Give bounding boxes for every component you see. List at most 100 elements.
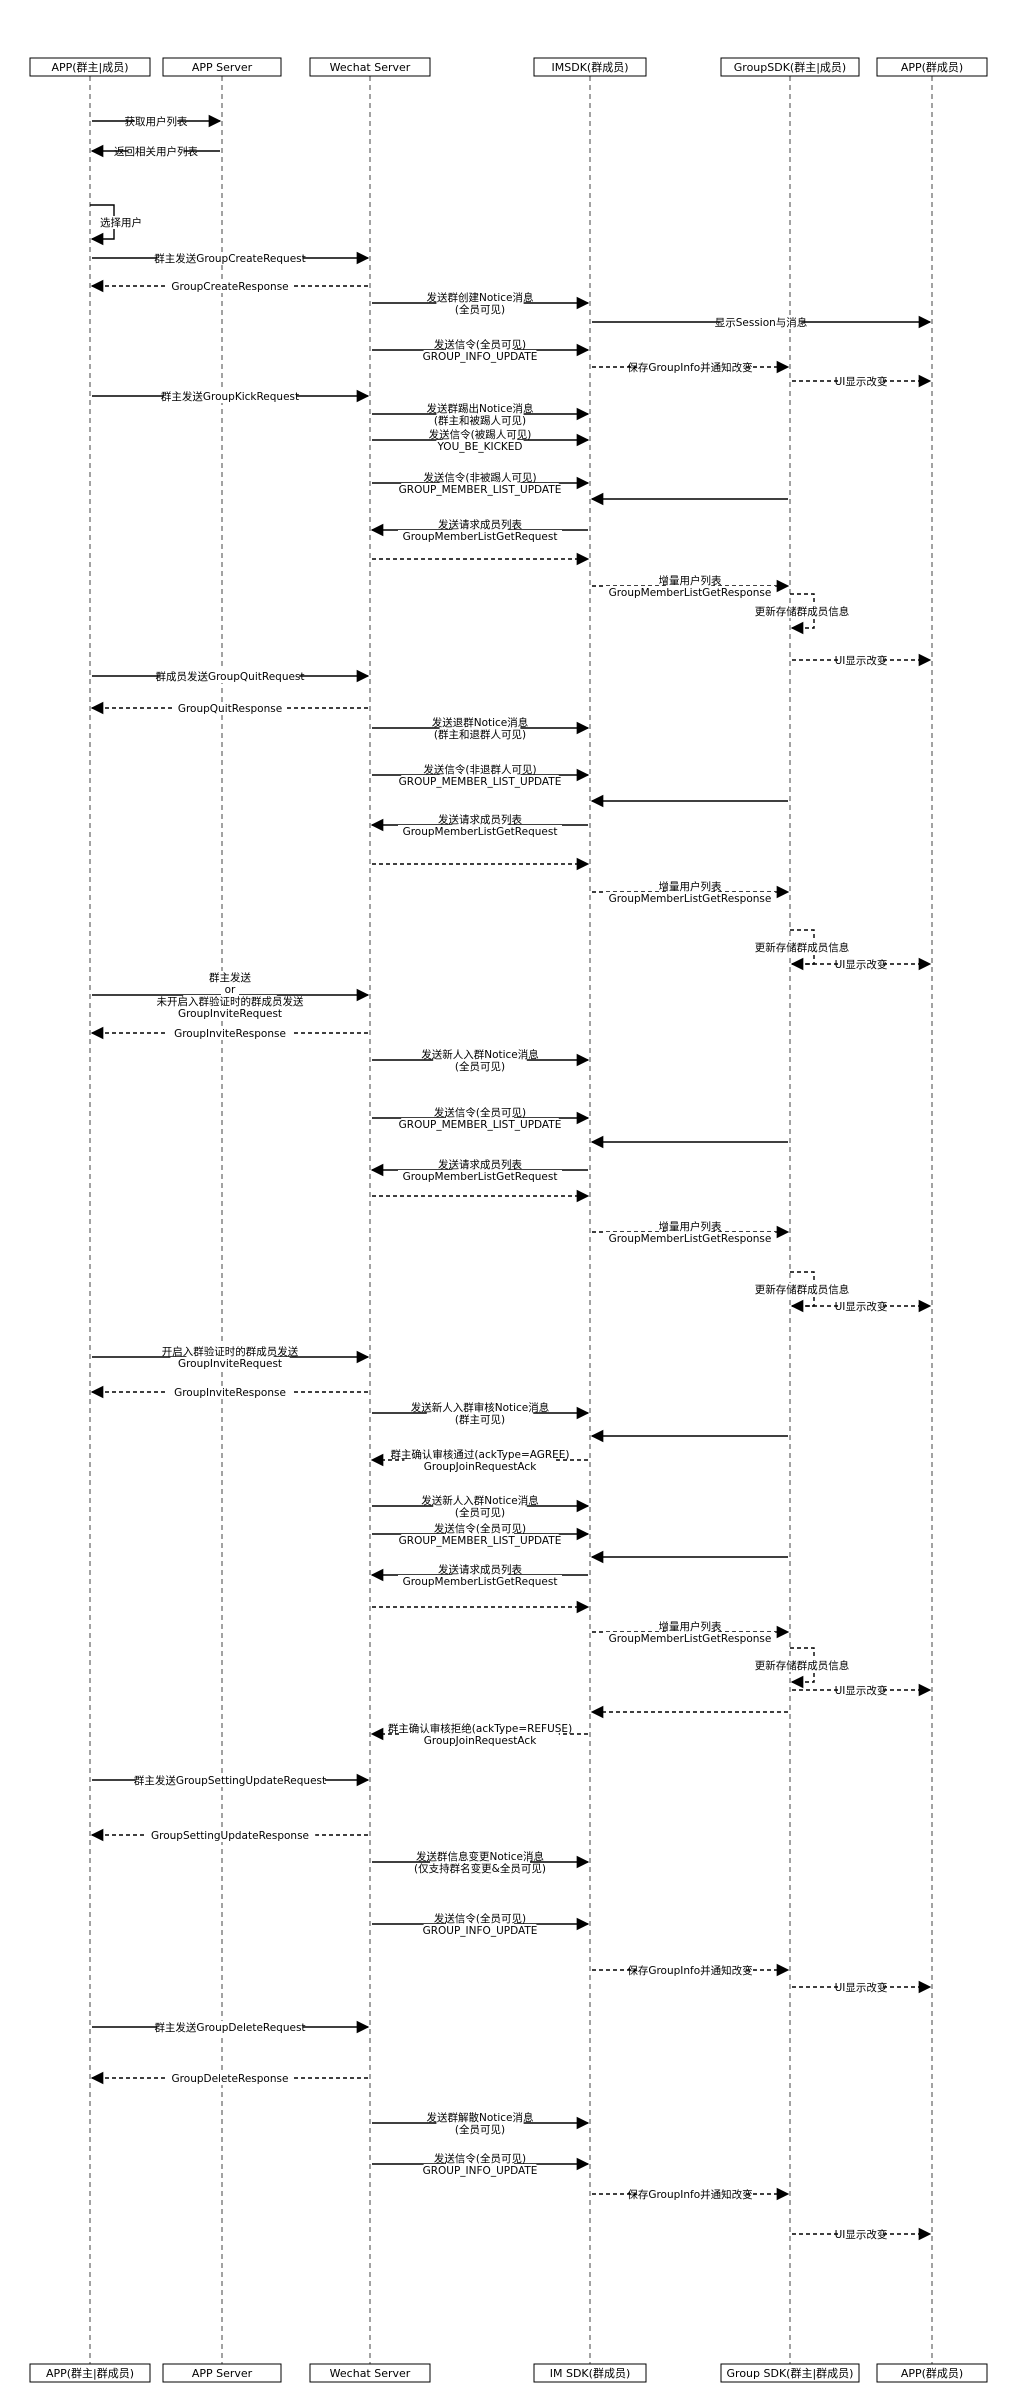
label-bg bbox=[668, 1620, 712, 1633]
actor-top-box bbox=[720, 57, 860, 77]
label-bg bbox=[167, 2072, 293, 2085]
message-label: GroupCreateResponse bbox=[171, 281, 288, 293]
label-bg bbox=[128, 145, 184, 158]
message-41: GroupInviteResponse bbox=[90, 1385, 368, 1399]
message-label: GroupInviteResponse bbox=[174, 1387, 286, 1399]
message-label: GROUP_MEMBER_LIST_UPDATE bbox=[399, 1119, 562, 1131]
label-bg bbox=[134, 115, 178, 128]
actor-bottom-label: Wechat Server bbox=[330, 2367, 411, 2380]
actor-top-app_member: APP(群成员) bbox=[876, 57, 988, 77]
message-label: 发送信令(全员可见) bbox=[434, 1912, 526, 1925]
message-label: (全员可见) bbox=[455, 1506, 505, 1519]
message-62: GroupDeleteResponse bbox=[90, 2071, 368, 2085]
label-bg bbox=[839, 1684, 883, 1697]
message-label: 选择用户 bbox=[100, 216, 142, 229]
message-label: 发送群踢出Notice消息 bbox=[426, 402, 533, 415]
actor-bottom-label: APP(群成员) bbox=[901, 2366, 963, 2380]
message-label: UI显示改变 bbox=[835, 2228, 888, 2241]
label-bg bbox=[430, 1850, 530, 1863]
message-label: 获取用户列表 bbox=[125, 115, 188, 128]
actor-top-label: APP(群成员) bbox=[901, 60, 963, 74]
message-label: or bbox=[225, 984, 236, 996]
label-bg bbox=[758, 1283, 846, 1296]
message-12: 发送信令(被踢人可见)YOU_BE_KICKED bbox=[372, 428, 590, 453]
label-bg bbox=[452, 1563, 508, 1576]
label-bg bbox=[668, 574, 712, 587]
label-bg bbox=[636, 1964, 744, 1977]
message-22: 发送退群Notice消息(群主和退群人可见) bbox=[372, 716, 590, 741]
message-label: 发送请求成员列表 bbox=[438, 518, 522, 531]
message-label: UI显示改变 bbox=[835, 1684, 888, 1697]
message-42: 发送新人入群审核Notice消息(群主可见) bbox=[372, 1401, 590, 1426]
label-bg bbox=[452, 1158, 508, 1171]
message-31: GroupInviteResponse bbox=[90, 1026, 368, 1040]
message-19: UI显示改变 bbox=[792, 653, 932, 667]
message-23: 发送信令(非退群人可见)GROUP_MEMBER_LIST_UPDATE bbox=[372, 763, 590, 788]
message-label: 群主发送GroupDeleteRequest bbox=[154, 2021, 305, 2034]
label-bg bbox=[636, 2188, 744, 2201]
message-label: GroupMemberListGetRequest bbox=[403, 531, 558, 543]
message-label: 增量用户列表 bbox=[659, 1620, 722, 1633]
message-label: 发送请求成员列表 bbox=[438, 1563, 522, 1576]
message-38: 更新存储群成员信息 bbox=[755, 1271, 850, 1313]
label-bg bbox=[446, 728, 514, 741]
message-13: 发送信令(非被踢人可见)GROUP_MEMBER_LIST_UPDATE bbox=[372, 471, 590, 496]
message-label: 发送信令(非被踢人可见) bbox=[423, 471, 536, 484]
messages: 获取用户列表返回相关用户列表选择用户群主发送GroupCreateRequest… bbox=[90, 114, 932, 2241]
label-bg bbox=[186, 1345, 274, 1358]
message-label: 更新存储群成员信息 bbox=[755, 1283, 850, 1296]
actor-top-box bbox=[533, 57, 647, 77]
message-label: GroupInviteResponse bbox=[174, 1028, 286, 1040]
label-bg bbox=[452, 813, 508, 826]
message-5: 发送群创建Notice消息(全员可见) bbox=[372, 291, 590, 316]
message-label: 群主确认审核拒绝(ackType=REFUSE) bbox=[388, 1722, 572, 1735]
message-65: 保存GroupInfo并通知改变 bbox=[592, 2187, 790, 2201]
message-label: 群主发送GroupSettingUpdateRequest bbox=[134, 1774, 326, 1787]
message-label: (仅支持群名变更&全员可见) bbox=[414, 1862, 546, 1875]
actor-bottom-groupsdk: Group SDK(群主|群成员) bbox=[720, 2363, 860, 2383]
message-label: GroupDeleteResponse bbox=[172, 2073, 289, 2085]
label-bg bbox=[135, 1774, 325, 1787]
actor-bottom-box bbox=[29, 2363, 151, 2383]
message-20: 群成员发送GroupQuitRequest bbox=[92, 669, 370, 683]
label-bg bbox=[157, 252, 303, 265]
message-4: GroupCreateResponse bbox=[90, 279, 368, 293]
message-label: 开启入群验证时的群成员发送 bbox=[162, 1345, 299, 1358]
message-label: GroupMemberListGetResponse bbox=[609, 893, 772, 905]
message-label: GROUP_INFO_UPDATE bbox=[423, 351, 538, 363]
actor-top-app_owner: APP(群主|成员) bbox=[29, 57, 151, 77]
label-bg bbox=[433, 1862, 527, 1875]
label-bg bbox=[98, 216, 154, 229]
actor-bottom-wechat: Wechat Server bbox=[309, 2363, 431, 2383]
message-56: GroupSettingUpdateResponse bbox=[90, 1828, 368, 1842]
message-label: 发送群解散Notice消息 bbox=[426, 2111, 533, 2124]
message-7: 发送信令(全员可见)GROUP_INFO_UPDATE bbox=[372, 338, 590, 363]
message-label: (全员可见) bbox=[455, 1060, 505, 1073]
label-bg bbox=[423, 1924, 537, 1937]
message-33: 发送信令(全员可见)GROUP_MEMBER_LIST_UPDATE bbox=[372, 1106, 590, 1131]
message-label: GroupJoinRequestAck bbox=[424, 1735, 537, 1747]
message-label: 保存GroupInfo并通知改变 bbox=[627, 2188, 753, 2201]
message-label: 增量用户列表 bbox=[659, 1220, 722, 1233]
label-bg bbox=[758, 1659, 846, 1672]
label-bg bbox=[446, 1522, 514, 1535]
message-51: 更新存储群成员信息 bbox=[755, 1647, 849, 1689]
message-label: GROUP_INFO_UPDATE bbox=[423, 1925, 538, 1937]
message-label: 发送信令(全员可见) bbox=[434, 338, 526, 351]
actor-bottom-imsdk: IM SDK(群成员) bbox=[533, 2363, 647, 2383]
label-bg bbox=[636, 361, 744, 374]
actor-bottom-label: APP(群主|群成员) bbox=[46, 2366, 134, 2380]
message-label: 发送退群Notice消息 bbox=[432, 716, 529, 729]
message-label: GroupMemberListGetRequest bbox=[403, 1576, 558, 1588]
label-bg bbox=[604, 892, 776, 905]
label-bg bbox=[423, 2164, 537, 2177]
message-label: UI显示改变 bbox=[835, 654, 888, 667]
message-label: (群主可见) bbox=[455, 1413, 505, 1426]
actor-bottom-box bbox=[533, 2363, 647, 2383]
message-label: 发送请求成员列表 bbox=[438, 813, 522, 826]
label-bg bbox=[436, 291, 524, 304]
